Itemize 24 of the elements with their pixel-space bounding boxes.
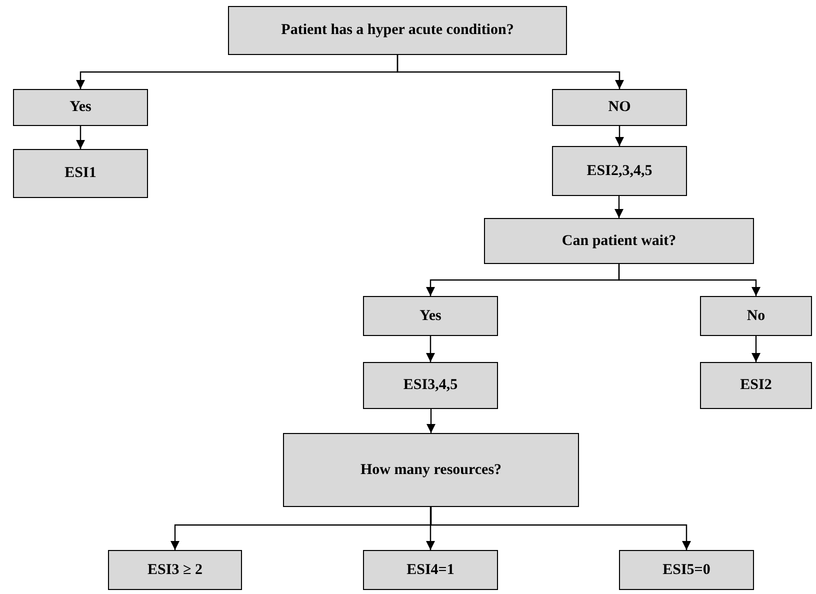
process-box: ESI2,3,4,5 [552,146,687,196]
process-box: Can patient wait? [484,218,754,264]
process-box: ESI2 [700,362,812,409]
process-box: NO [552,89,687,126]
arrow [752,336,760,362]
arrow [426,336,435,362]
arrow [618,264,760,296]
arrow [76,126,85,149]
process-box: ESI5=0 [619,550,754,590]
process-box: ESI3 ≥ 2 [108,550,242,590]
arrow [615,126,624,146]
arrow [614,196,624,218]
process-box: How many resources? [283,433,579,507]
process-box: No [700,296,812,336]
process-box: Yes [13,89,148,126]
process-box: ESI4=1 [363,550,498,590]
process-box: Yes [363,296,498,336]
arrow [426,409,436,433]
process-box: ESI3,4,5 [363,362,498,409]
arrow [396,55,624,89]
arrow [430,507,691,550]
process-box: ESI1 [13,149,148,198]
arrow [426,507,435,550]
process-box: Patient has a hyper acute condition? [228,6,567,55]
